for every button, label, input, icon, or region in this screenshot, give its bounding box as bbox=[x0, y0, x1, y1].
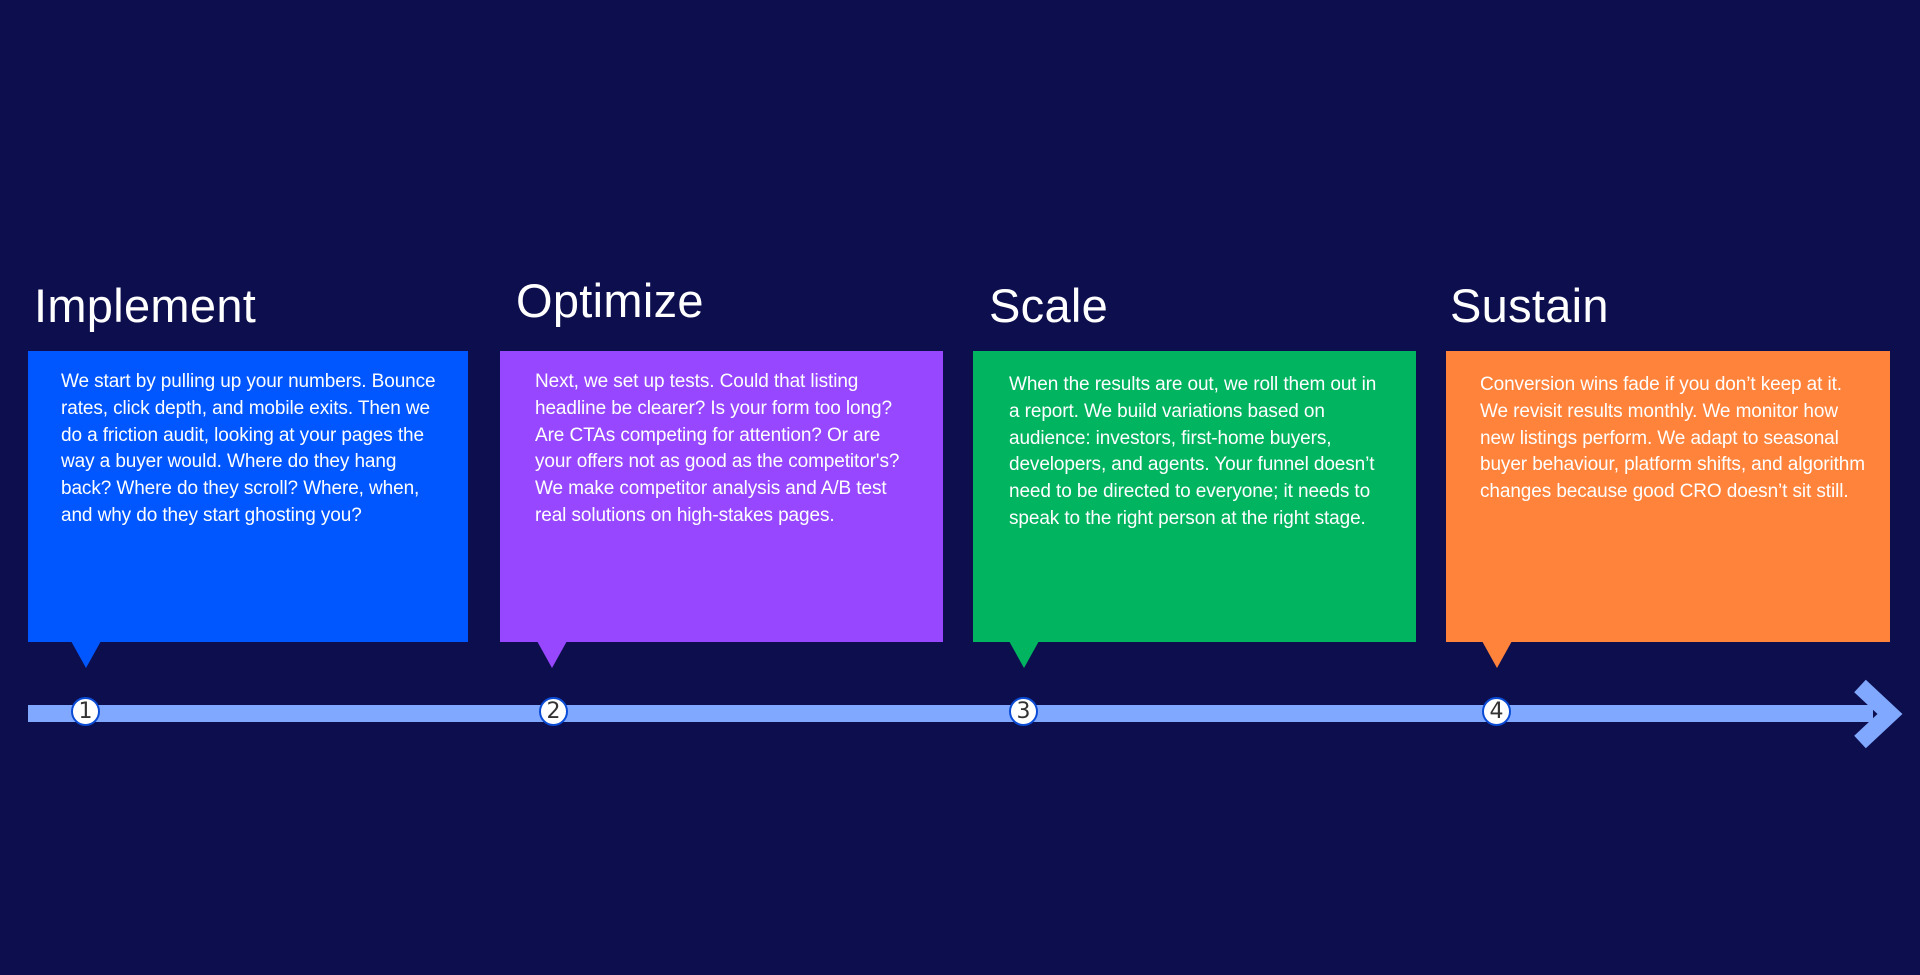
stage-card: We start by pulling up your numbers. Bou… bbox=[28, 351, 468, 642]
stage-card: Next, we set up tests. Could that listin… bbox=[500, 351, 943, 642]
step-marker-2: 2 bbox=[539, 697, 568, 726]
step-marker-3: 3 bbox=[1009, 697, 1038, 726]
stage-title: Optimize bbox=[516, 274, 704, 327]
step-marker-1: 1 bbox=[71, 697, 100, 726]
stage-description: When the results are out, we roll them o… bbox=[1009, 374, 1377, 529]
stage-card: Conversion wins fade if you don’t keep a… bbox=[1446, 351, 1890, 642]
stage-description: Next, we set up tests. Could that listin… bbox=[535, 371, 900, 526]
timeline-bar bbox=[28, 705, 1873, 722]
stage-title: Scale bbox=[989, 279, 1109, 332]
stage-title: Sustain bbox=[1450, 279, 1609, 332]
stage-description: Conversion wins fade if you don’t keep a… bbox=[1480, 374, 1866, 503]
card-pointer bbox=[1482, 641, 1512, 668]
card-pointer bbox=[1009, 641, 1039, 668]
stage-title: Implement bbox=[34, 279, 257, 332]
arrow-right-icon bbox=[1854, 679, 1903, 749]
card-pointer bbox=[71, 641, 101, 668]
stage-card: When the results are out, we roll them o… bbox=[973, 351, 1416, 642]
card-pointer bbox=[537, 641, 567, 668]
step-marker-4: 4 bbox=[1482, 697, 1511, 726]
stage-description: We start by pulling up your numbers. Bou… bbox=[61, 371, 436, 526]
